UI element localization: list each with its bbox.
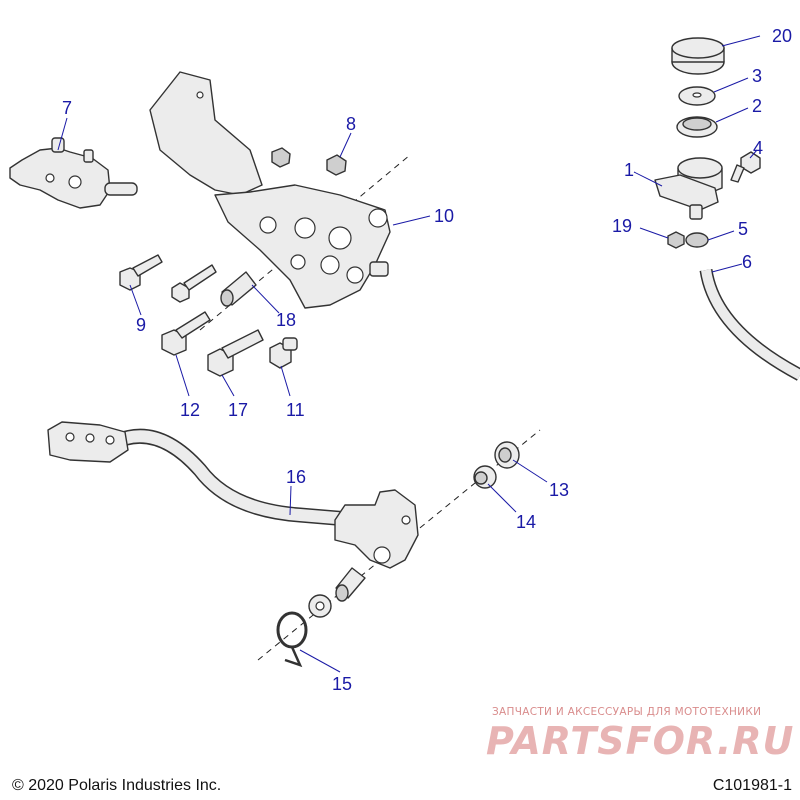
part-hose-6 (699, 268, 800, 381)
callout-14: 14 (516, 512, 536, 532)
callout-12: 12 (180, 400, 200, 420)
part-diaphragm (678, 86, 716, 106)
part-bushing-13 (494, 441, 520, 469)
callout-17: 17 (228, 400, 248, 420)
callout-19: 19 (612, 216, 632, 236)
callout-4: 4 (753, 138, 763, 158)
part-gasket (676, 116, 718, 138)
copyright-text: © 2020 Polaris Industries Inc. (12, 777, 222, 794)
part-clip-15 (276, 611, 308, 668)
callout-labels: 1 2 3 4 5 6 7 8 9 10 11 12 13 14 15 16 1… (62, 26, 792, 694)
callout-10: 10 (434, 206, 454, 226)
part-bolt-9 (119, 254, 163, 291)
part-spacer-lower (335, 567, 366, 602)
part-spacer-18 (220, 271, 257, 307)
callout-9: 9 (136, 315, 146, 335)
leader-lines (57, 35, 761, 673)
callout-3: 3 (752, 66, 762, 86)
watermark-logo: PARTSFOR.RU (486, 719, 795, 763)
part-nut-19 (667, 231, 685, 249)
part-nut-8 (271, 147, 347, 176)
watermark-tagline: ЗАПЧАСТИ И АКСЕССУАРЫ ДЛЯ МОТОТЕХНИКИ (492, 706, 762, 718)
callout-7: 7 (62, 98, 72, 118)
callout-11: 11 (286, 400, 305, 420)
part-clamp-5 (685, 232, 709, 248)
callout-16: 16 (286, 467, 306, 487)
callout-8: 8 (346, 114, 356, 134)
part-bolt-4 (730, 151, 761, 183)
callout-5: 5 (738, 219, 748, 239)
callout-18: 18 (276, 310, 296, 330)
part-bracket (149, 71, 391, 309)
part-master-cylinder-right (654, 157, 723, 220)
part-bolt-12 (161, 311, 211, 356)
part-master-cylinder-left (9, 137, 138, 209)
part-bushing-14 (473, 465, 497, 489)
callout-15: 15 (332, 674, 352, 694)
diagram-code: C101981-1 (712, 777, 792, 794)
part-bolt-upper (171, 264, 217, 303)
part-brake-pedal (47, 421, 419, 569)
part-bolt-11 (269, 337, 298, 369)
callout-6: 6 (742, 252, 752, 272)
callout-13: 13 (549, 480, 569, 500)
part-reservoir-cap (671, 37, 725, 75)
callout-2: 2 (752, 96, 762, 116)
callout-20: 20 (772, 26, 792, 46)
part-washer (308, 594, 332, 618)
part-bolt-17 (207, 329, 264, 377)
callout-1: 1 (624, 160, 634, 180)
